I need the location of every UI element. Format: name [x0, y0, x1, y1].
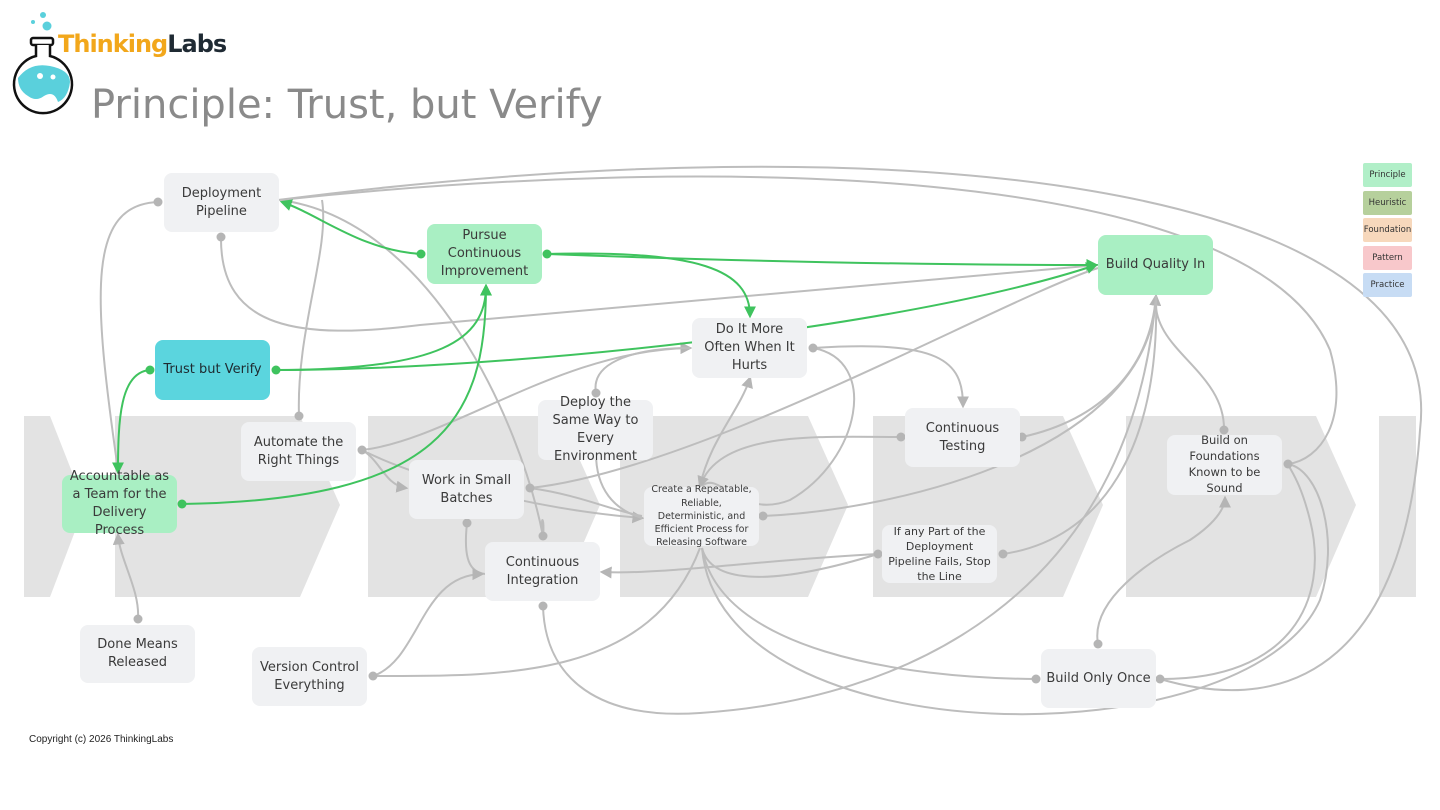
connector-dots [133, 197, 1293, 684]
band-chevron-1 [24, 416, 85, 597]
connector [372, 547, 701, 678]
node-accountable-as-a-team[interactable]: Accountable as a Team for the Delivery P… [62, 469, 177, 538]
connector [594, 347, 691, 394]
connector [701, 547, 1037, 680]
connector [599, 553, 879, 579]
thinkinglabs-logo [12, 12, 74, 115]
node-done-means-released[interactable]: Done Means Released [80, 625, 195, 683]
connector [277, 165, 1423, 692]
node-deploy-same-way[interactable]: Deploy the Same Way to Every Environment [538, 395, 653, 464]
legend-practice: Practice [1363, 273, 1412, 297]
node-repeatable-process[interactable]: Create a Repeatable, Reliable, Determini… [644, 484, 759, 548]
node-automate-right-things[interactable]: Automate the Right Things [241, 422, 356, 481]
connector [279, 175, 1338, 465]
node-deployment-pipeline[interactable]: Deployment Pipeline [164, 173, 279, 232]
green-connector [546, 252, 756, 319]
connector [542, 295, 1157, 715]
node-build-on-foundations[interactable]: Build on Foundations Known to be Sound [1167, 433, 1282, 495]
green-connector [275, 283, 492, 371]
green-connector [546, 253, 1099, 271]
node-work-in-small-batches[interactable]: Work in Small Batches [409, 460, 524, 519]
connector [697, 435, 902, 489]
legend-pattern: Pattern [1363, 246, 1412, 270]
connector [701, 463, 1329, 716]
connector [297, 199, 325, 417]
connector [1002, 295, 1158, 555]
band-chevron-7 [1379, 416, 1416, 597]
node-continuous-integration[interactable]: Continuous Integration [485, 542, 600, 601]
green-connector [275, 262, 1099, 371]
page-title: Principle: Trust, but Verify [91, 82, 603, 128]
connector [529, 267, 1099, 489]
node-stop-the-line[interactable]: If any Part of the Deployment Pipeline F… [882, 525, 997, 583]
connector [219, 236, 1099, 332]
connector [112, 532, 140, 620]
brand-part1: Thinking [58, 30, 168, 58]
connector [594, 449, 643, 519]
node-trust-but-verify[interactable]: Trust but Verify [155, 340, 270, 400]
node-continuous-testing[interactable]: Continuous Testing [905, 408, 1020, 467]
connector [372, 568, 485, 677]
connector [701, 547, 879, 578]
connector [1154, 295, 1226, 431]
green-connector [112, 369, 151, 475]
green-connector [279, 199, 422, 255]
node-build-quality-in[interactable]: Build Quality In [1098, 235, 1213, 295]
legend-principle: Principle [1363, 163, 1412, 187]
node-do-it-more-often[interactable]: Do It More Often When It Hurts [692, 318, 807, 378]
green-connector [181, 283, 492, 505]
brand-part2: Labs [167, 30, 227, 58]
legend-foundation: Foundation [1363, 218, 1412, 242]
connector [1096, 495, 1231, 645]
connector [1159, 463, 1316, 681]
node-build-only-once[interactable]: Build Only Once [1041, 649, 1156, 708]
connector [812, 345, 969, 409]
node-version-control-everything[interactable]: Version Control Everything [252, 647, 367, 706]
connector [99, 201, 159, 471]
node-pursue-continuous-improvement[interactable]: Pursue Continuous Improvement [427, 224, 542, 284]
connector [699, 375, 753, 487]
brand-name: ThinkingLabs [58, 30, 227, 58]
legend-heuristic: Heuristic [1363, 191, 1412, 215]
green-connectors [112, 199, 1099, 505]
copyright: Copyright (c) 2026 ThinkingLabs [29, 734, 174, 745]
